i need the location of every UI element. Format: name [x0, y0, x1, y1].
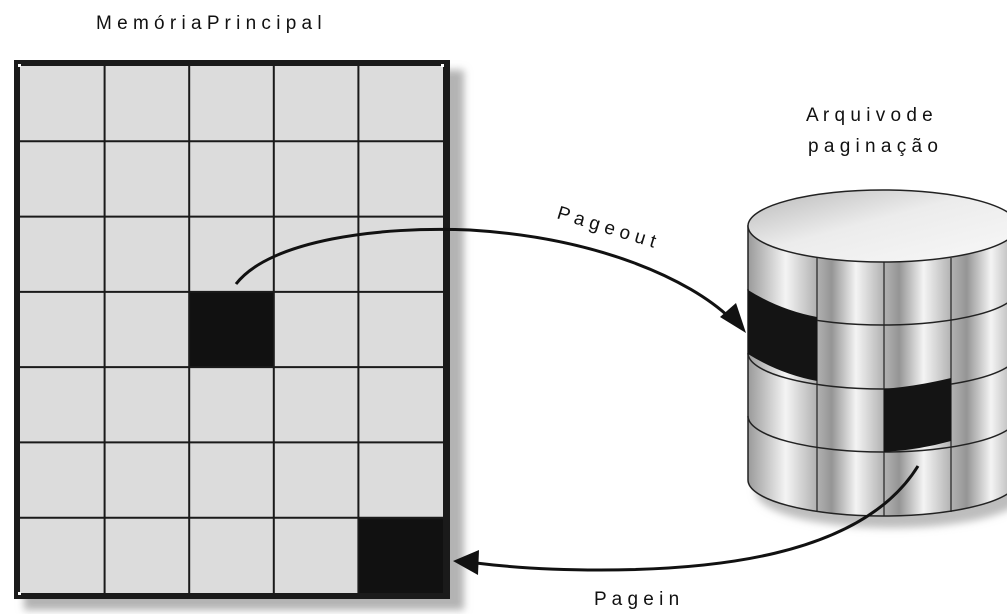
- cylinder-ring-line: [747, 352, 1007, 390]
- memory-page-frame: [358, 442, 443, 518]
- memory-page-frame: [104, 291, 190, 368]
- memory-title: M e m ó r i a P r i n c i p a l: [96, 13, 322, 34]
- corner-mark: [18, 64, 21, 67]
- memory-page-frame: [104, 66, 190, 142]
- paged-out-block: [748, 290, 817, 381]
- memory-page-frame: [273, 216, 359, 292]
- memory-page-frame: [358, 66, 443, 142]
- paging-file-title-line2: p a g i n a ç ã o: [808, 136, 938, 157]
- memory-page-frame: [104, 517, 190, 593]
- memory-page-frame: [273, 66, 359, 142]
- memory-page-frame: [358, 367, 443, 443]
- page-out-curve: [234, 227, 732, 320]
- memory-page-frame: [358, 141, 443, 217]
- memory-page-frame: [273, 141, 359, 217]
- page-out-arrow: [234, 227, 746, 333]
- cylinder-ring-line: [747, 415, 1007, 453]
- memory-page-frame: [104, 442, 190, 518]
- memory-grid: [14, 60, 464, 610]
- cylinder-body: [747, 225, 1007, 517]
- page-in-curve: [475, 465, 920, 572]
- memory-page-frame: [273, 367, 359, 443]
- memory-page-frame: [104, 141, 190, 217]
- memory-page-frame: [189, 442, 274, 518]
- memory-page-frame: [189, 367, 274, 443]
- cylinder-top: [747, 189, 1007, 263]
- memory-page-frame: [189, 216, 274, 292]
- memory-page-frame: [273, 291, 359, 368]
- corner-mark: [18, 592, 21, 595]
- memory-page-frame: [104, 367, 190, 443]
- page-in-arrowhead: [453, 550, 479, 575]
- paged-in-source-block: [884, 378, 951, 452]
- memory-page-frame-occupied: [358, 517, 443, 593]
- memory-page-frame-occupied: [189, 291, 274, 368]
- memory-page-frame: [20, 66, 105, 142]
- page-in-arrow: [453, 465, 920, 575]
- memory-page-frame: [20, 442, 105, 518]
- page-out-arrowhead: [720, 303, 746, 333]
- memory-page-frame: [273, 517, 359, 593]
- memory-page-frame: [20, 291, 105, 368]
- memory-page-frame: [20, 367, 105, 443]
- memory-page-frame: [273, 442, 359, 518]
- memory-page-frame: [104, 216, 190, 292]
- page-in-label: P a g e i n: [594, 589, 679, 610]
- memory-page-frame: [20, 517, 105, 593]
- memory-page-frame: [20, 141, 105, 217]
- paging-file-cylinder: [747, 189, 1007, 528]
- memory-page-frame: [358, 291, 443, 368]
- memory-page-frame: [189, 517, 274, 593]
- memory-page-frame: [20, 216, 105, 292]
- paging-file-title-line1: A r q u i v o d e: [806, 105, 933, 126]
- corner-mark: [441, 64, 444, 67]
- memory-page-frame: [189, 141, 274, 217]
- memory-page-frame: [189, 66, 274, 142]
